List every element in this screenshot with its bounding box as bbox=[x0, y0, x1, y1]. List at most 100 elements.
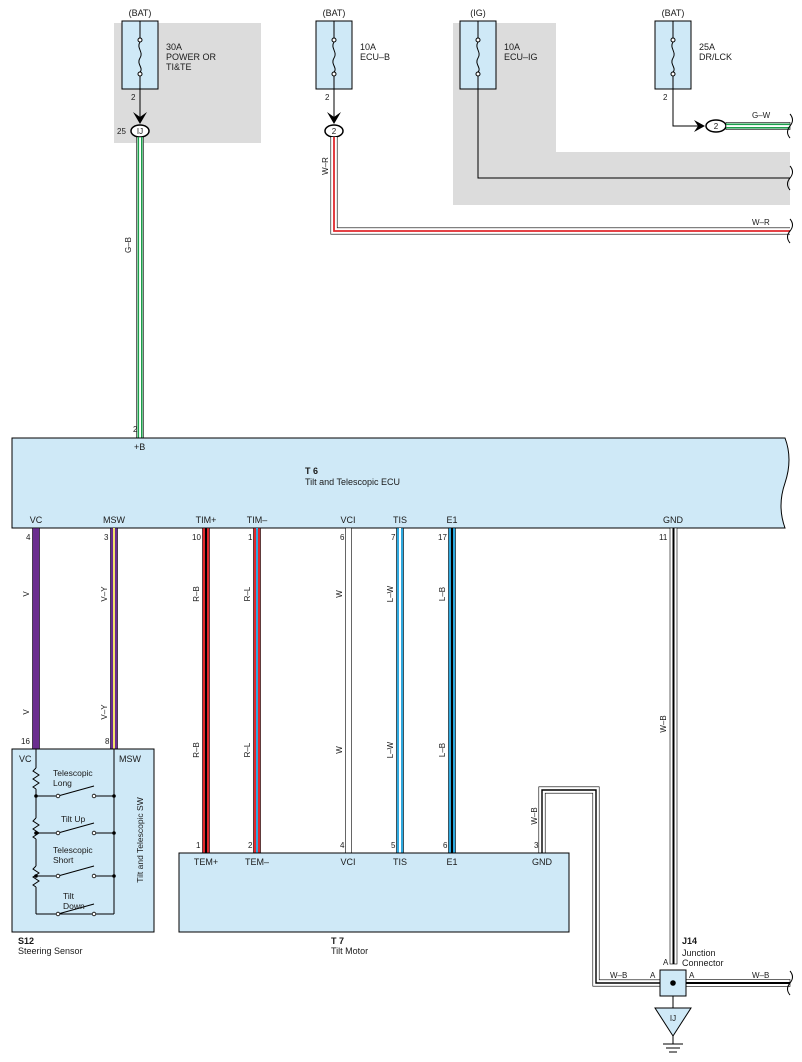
sensor-vc-label: VC bbox=[19, 754, 32, 764]
sensor-ref: S12 bbox=[18, 936, 34, 946]
junction-line1: Junction bbox=[682, 948, 716, 958]
wire-vy bbox=[110, 527, 118, 750]
wire-lb bbox=[448, 527, 456, 854]
fuse2-pin: 2 bbox=[325, 93, 330, 102]
motor-term-temminus: TEM– bbox=[245, 857, 269, 867]
sensor-msw-pin: 8 bbox=[105, 737, 110, 746]
label-vy-top: V–Y bbox=[100, 586, 109, 602]
sw3-line2: Short bbox=[53, 855, 74, 865]
conn-2-ecub-label: 2 bbox=[332, 127, 337, 136]
fuse4-icon bbox=[671, 41, 675, 73]
label-vy-bottom: V–Y bbox=[100, 704, 109, 720]
sw2-line1: Tilt Up bbox=[61, 814, 86, 824]
junction-wire-right: W–B bbox=[752, 971, 769, 980]
sw1-line1: Telescopic bbox=[53, 768, 93, 778]
wire-wr-break bbox=[787, 218, 793, 244]
motor-pin-e1: 6 bbox=[443, 841, 448, 850]
fuse4-line1: DR/LCK bbox=[699, 52, 732, 62]
conn-ij-pin: 25 bbox=[117, 127, 126, 136]
ecu-term-tis: TIS bbox=[393, 515, 407, 525]
label-lw-bottom: L–W bbox=[386, 741, 395, 758]
ecu-term-timplus: TIM+ bbox=[196, 515, 217, 525]
ground-ij bbox=[654, 1007, 692, 1037]
label-rl-top: R–L bbox=[243, 586, 252, 601]
wire-wr-label-right: W–R bbox=[752, 218, 770, 227]
wire-ecuig bbox=[477, 89, 790, 179]
ecu-term-vci: VCI bbox=[340, 515, 355, 525]
wire-gb bbox=[136, 136, 144, 440]
wire-wr-label-left: W–R bbox=[321, 157, 330, 175]
sensor-msw-label: MSW bbox=[119, 754, 142, 764]
label-wb-ecu: W–B bbox=[659, 715, 668, 732]
conn-2-drlck-label: 2 bbox=[714, 122, 719, 131]
junction-wire-left: W–B bbox=[610, 971, 627, 980]
label-wb-motor: W–B bbox=[530, 807, 539, 824]
junction-dot bbox=[670, 980, 676, 986]
fuse1-line1: POWER OR bbox=[166, 52, 217, 62]
sw4-line2: Down bbox=[63, 901, 85, 911]
fuse3-source: (IG) bbox=[470, 8, 486, 18]
sensor-vc-pin: 16 bbox=[21, 737, 30, 746]
wire-lw bbox=[396, 527, 404, 854]
motor-pin-vci: 4 bbox=[340, 841, 345, 850]
fuse2-icon bbox=[332, 41, 336, 73]
ecu-term-msw: MSW bbox=[103, 515, 126, 525]
wire-wb-break bbox=[787, 970, 793, 996]
junction-line2: Connector bbox=[682, 958, 724, 968]
sw4-line1: Tilt bbox=[63, 891, 75, 901]
ecu-term-vc: VC bbox=[30, 515, 43, 525]
ecu-box bbox=[11, 437, 790, 529]
wire-gb-label: G–B bbox=[124, 237, 133, 253]
motor-ref: T 7 bbox=[331, 936, 344, 946]
motor-term-vci: VCI bbox=[340, 857, 355, 867]
label-rb-bottom: R–B bbox=[192, 742, 201, 758]
motor-name: Tilt Motor bbox=[331, 946, 368, 956]
wire-gw-label: G–W bbox=[752, 111, 771, 120]
fuse1-source: (BAT) bbox=[129, 8, 152, 18]
label-v-top: V bbox=[22, 591, 31, 597]
wire-gw-break bbox=[787, 113, 793, 139]
junction-pin-left: A bbox=[650, 971, 656, 980]
junction-pin-right: A bbox=[689, 971, 695, 980]
label-lb-bottom: L–B bbox=[438, 743, 447, 757]
label-w-top: W bbox=[335, 590, 344, 598]
ecu-term-timminus: TIM– bbox=[247, 515, 268, 525]
label-rl-bottom: R–L bbox=[243, 742, 252, 757]
label-lw-top: L–W bbox=[386, 585, 395, 602]
ecu-pin-e1: 17 bbox=[438, 533, 447, 542]
wire-w bbox=[345, 527, 352, 854]
ecu-pin-timminus: 1 bbox=[248, 533, 253, 542]
motor-term-e1: E1 bbox=[446, 857, 457, 867]
fuse4-source: (BAT) bbox=[662, 8, 685, 18]
motor-term-templus: TEM+ bbox=[194, 857, 218, 867]
fuse3-amp: 10A bbox=[504, 42, 520, 52]
motor-box bbox=[178, 852, 570, 933]
wire-v bbox=[32, 527, 40, 750]
ecu-pin-vc: 4 bbox=[26, 533, 31, 542]
wire-gw bbox=[725, 122, 791, 130]
fuse4-amp: 25A bbox=[699, 42, 715, 52]
fuse2-line1: ECU–B bbox=[360, 52, 390, 62]
ecu-pin-gnd: 11 bbox=[659, 533, 668, 542]
ecu-pin-timplus: 10 bbox=[192, 533, 201, 542]
ecu-power-label: +B bbox=[134, 442, 145, 452]
ecu-power-pin: 2 bbox=[133, 425, 138, 434]
sensor-name: Steering Sensor bbox=[18, 946, 83, 956]
ecu-ref: T 6 bbox=[305, 466, 318, 476]
sensor-circuit bbox=[32, 749, 115, 915]
motor-pin-tis: 5 bbox=[391, 841, 396, 850]
junction-pin-top: A bbox=[663, 958, 669, 967]
sensor-side-label: Tilt and Telescopic SW bbox=[135, 797, 145, 883]
ecu-term-e1: E1 bbox=[446, 515, 457, 525]
motor-pin-gnd: 3 bbox=[534, 841, 539, 850]
label-rb-top: R–B bbox=[192, 586, 201, 602]
ecu-name: Tilt and Telescopic ECU bbox=[305, 477, 400, 487]
fuse2-source: (BAT) bbox=[323, 8, 346, 18]
label-w-bottom: W bbox=[335, 746, 344, 754]
wire-rb bbox=[202, 527, 210, 854]
motor-pin-templus: 1 bbox=[196, 841, 201, 850]
sensor-junction-dots bbox=[34, 794, 116, 878]
fuse1-pin: 2 bbox=[131, 93, 136, 102]
